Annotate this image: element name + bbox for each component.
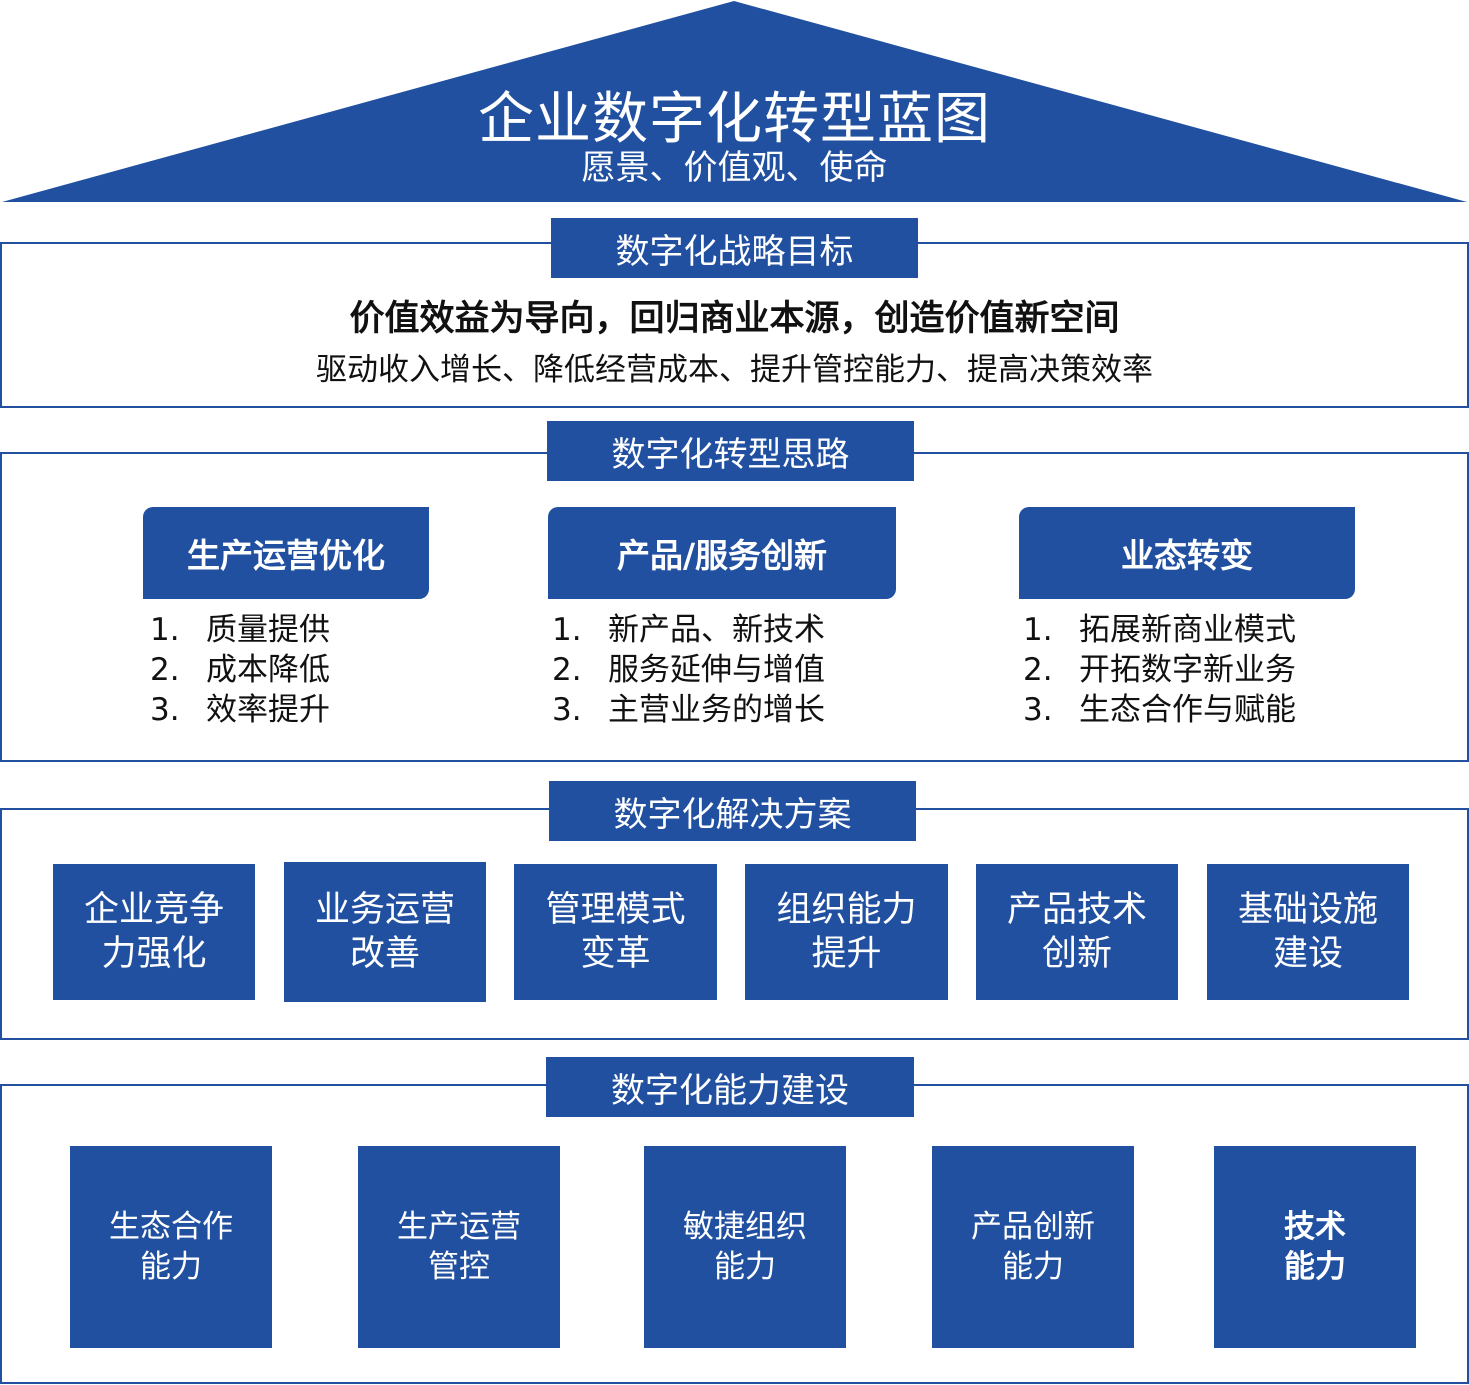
direction-head-business-model: 业态转变 <box>1019 507 1355 599</box>
list-item: 1.新产品、新技术 <box>552 612 825 648</box>
blueprint-subtitle: 愿景、价值观、使命 <box>581 148 888 188</box>
capabilities-tag: 数字化能力建设 <box>546 1057 914 1117</box>
direction-list-product-service: 1.新产品、新技术 2.服务延伸与增值 3.主营业务的增长 <box>552 610 892 730</box>
capability-box-product-innovation: 产品创新能力 <box>932 1146 1134 1348</box>
solutions-tag: 数字化解决方案 <box>549 781 916 841</box>
strategy-sub-text: 驱动收入增长、降低经营成本、提升管控能力、提高决策效率 <box>316 352 1153 388</box>
direction-list-operations: 1.质量提供 2.成本降低 3.效率提升 <box>150 610 450 730</box>
direction-list-business-model: 1.拓展新商业模式 2.开拓数字新业务 3.生态合作与赋能 <box>1023 610 1363 730</box>
list-item: 2.服务延伸与增值 <box>552 652 825 688</box>
list-item: 3.生态合作与赋能 <box>1023 692 1296 728</box>
solution-box-competitiveness: 企业竞争力强化 <box>53 864 255 1000</box>
approach-section <box>0 452 1469 762</box>
solution-box-operations: 业务运营改善 <box>284 862 486 1002</box>
capability-box-agile-org: 敏捷组织能力 <box>644 1146 846 1348</box>
list-item: 3.效率提升 <box>150 692 330 728</box>
solution-box-management: 管理模式变革 <box>514 864 717 1000</box>
capability-box-operations-control: 生产运营管控 <box>358 1146 560 1348</box>
capability-box-technology: 技术能力 <box>1214 1146 1416 1348</box>
approach-tag: 数字化转型思路 <box>547 421 914 481</box>
capability-box-ecosystem: 生态合作能力 <box>70 1146 272 1348</box>
roof-shape <box>2 1 1467 202</box>
direction-head-product-service: 产品/服务创新 <box>548 507 896 599</box>
direction-head-operations: 生产运营优化 <box>143 507 429 599</box>
list-item: 1.质量提供 <box>150 612 330 648</box>
solution-box-organization: 组织能力提升 <box>745 864 948 1000</box>
list-item: 3.主营业务的增长 <box>552 692 825 728</box>
strategy-main-text: 价值效益为导向，回归商业本源，创造价值新空间 <box>349 299 1120 339</box>
strategy-tag: 数字化战略目标 <box>551 218 918 278</box>
list-item: 2.成本降低 <box>150 652 330 688</box>
list-item: 1.拓展新商业模式 <box>1023 612 1296 648</box>
solution-box-infrastructure: 基础设施建设 <box>1207 864 1409 1000</box>
blueprint-title: 企业数字化转型蓝图 <box>478 87 991 152</box>
list-item: 2.开拓数字新业务 <box>1023 652 1296 688</box>
solution-box-product-tech: 产品技术创新 <box>976 864 1178 1000</box>
